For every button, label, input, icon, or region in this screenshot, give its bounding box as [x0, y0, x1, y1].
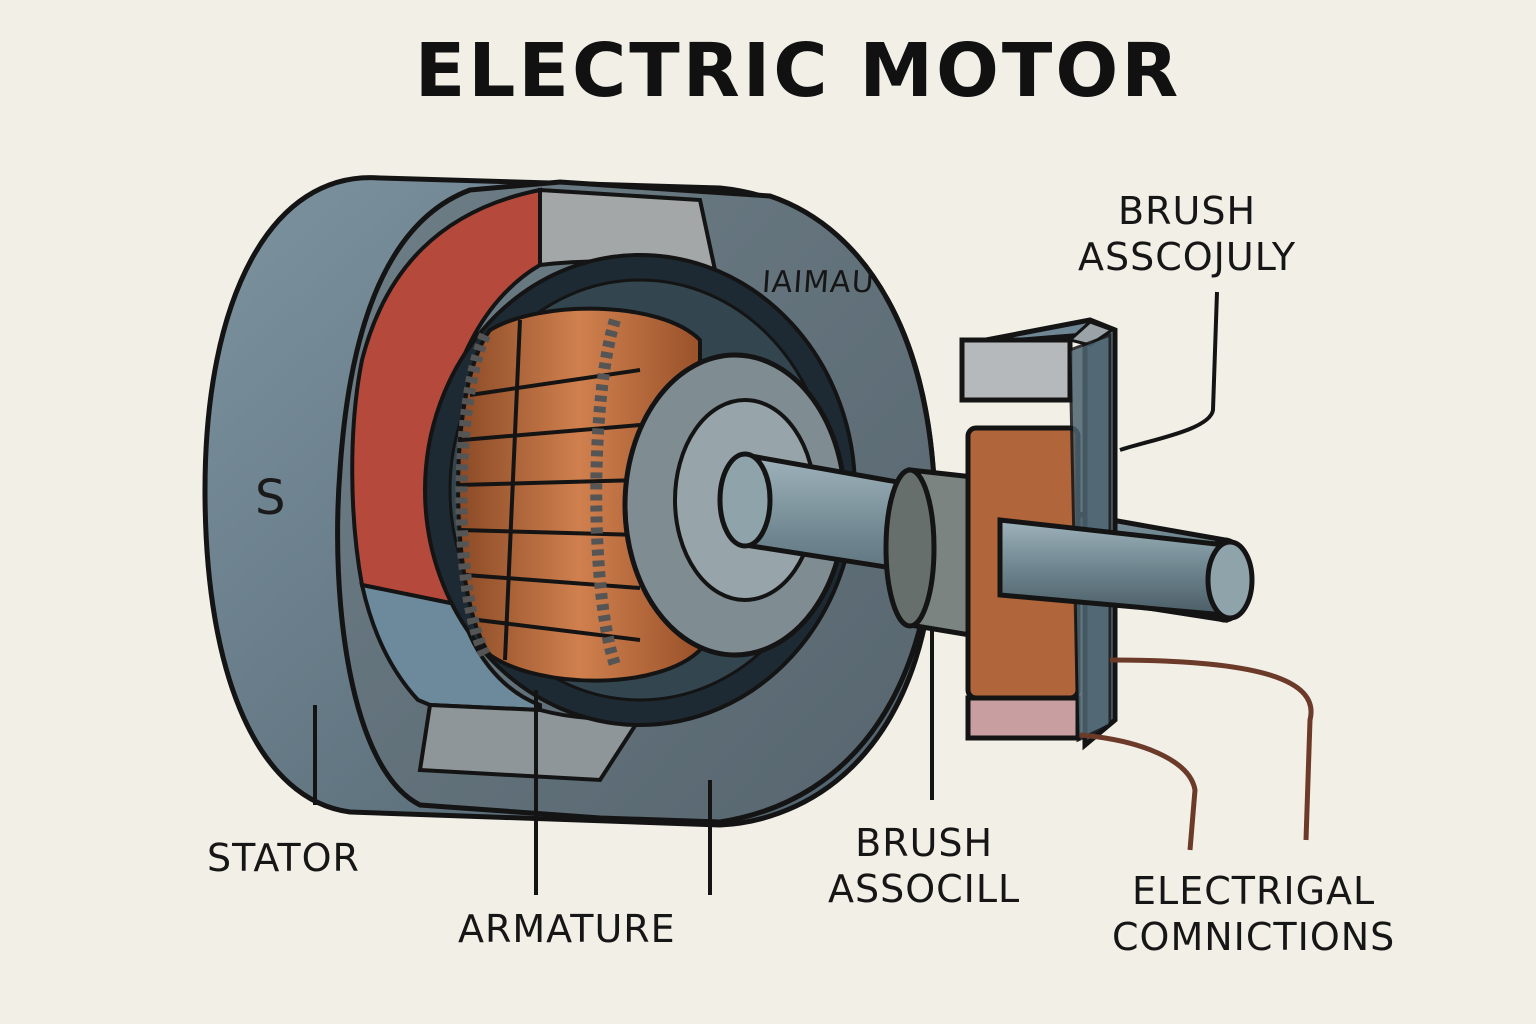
brush-bottom-line1: BRUSH [855, 821, 994, 865]
label-brush-assembly-top: BRUSH ASSCOJULY [1078, 188, 1296, 280]
brush-top-line1: BRUSH [1118, 189, 1257, 233]
brush-bottom-line2: ASSOCILL [828, 867, 1021, 911]
housing-text: IAIMAU [760, 265, 876, 300]
brush-top-line2: ASSCOJULY [1078, 235, 1297, 279]
label-stator: STATOR [207, 836, 360, 880]
electrical-wires [1079, 657, 1314, 851]
stator-pole-mark: S [255, 470, 287, 526]
armature-drum [455, 306, 702, 683]
electrical-line2: COMNICTIONS [1112, 915, 1396, 959]
label-brush-assembly-bottom: BRUSH ASSOCILL [828, 820, 1020, 912]
leader-lines [313, 291, 1219, 895]
electrical-line1: ELECTRIGAL [1132, 869, 1376, 913]
diagram-title: ELECTRIC MOTOR [414, 28, 1182, 114]
label-electrical-connections: ELECTRIGAL COMNICTIONS [1112, 868, 1395, 960]
label-armature: ARMATURE [458, 907, 676, 951]
leader-brush-top [1119, 291, 1219, 452]
